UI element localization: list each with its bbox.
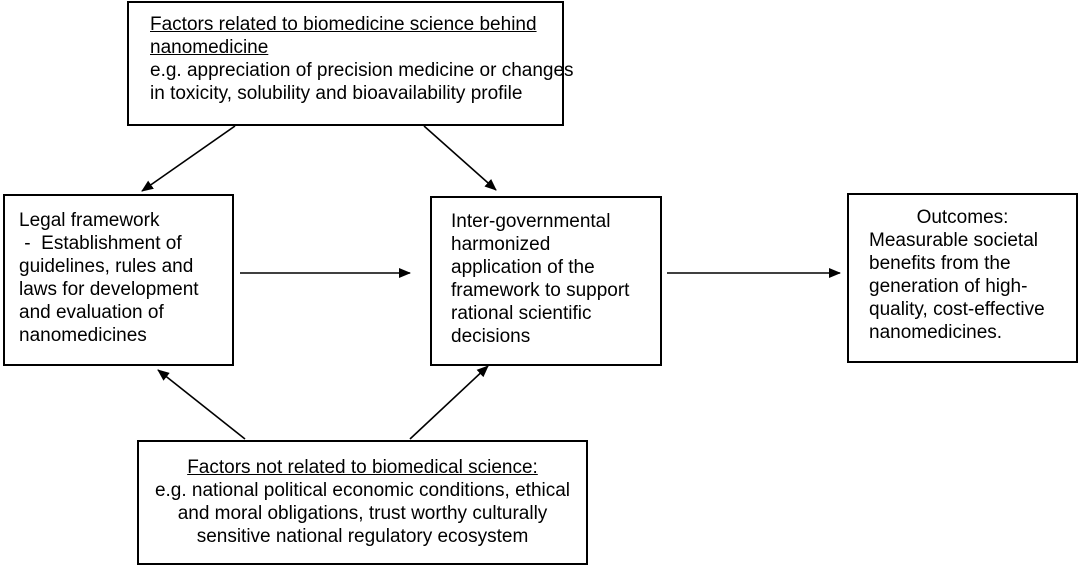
node-inter-governmental-line-1: Inter-governmental	[451, 211, 611, 232]
node-biomedicine-factors-heading-line-2: nanomedicine	[150, 37, 269, 58]
node-biomedicine-factors-body-line-2: in toxicity, solubility and bioavailabil…	[150, 83, 523, 104]
node-non-biomedical-factors-body-line-2: and moral obligations, trust worthy cult…	[177, 503, 548, 524]
node-inter-governmental: Inter-governmental harmonized applicatio…	[430, 196, 662, 366]
arrow-top-to-legal	[141, 125, 236, 192]
arrow-bottom-to-legal	[157, 369, 246, 440]
node-non-biomedical-factors-heading: Factors not related to biomedical scienc…	[187, 457, 538, 478]
node-inter-governmental-line-5: rational scientific	[451, 303, 592, 324]
arrow-top-to-inter	[423, 125, 497, 191]
node-outcomes-line-3: generation of high-	[869, 276, 1028, 297]
node-biomedicine-factors-body-line-1: e.g. appreciation of precision medicine …	[150, 60, 574, 81]
node-non-biomedical-factors: Factors not related to biomedical scienc…	[137, 440, 588, 565]
node-legal-framework-line-1: Legal framework	[19, 210, 160, 231]
node-outcomes-title: Outcomes:	[916, 207, 1009, 228]
node-outcomes-line-2: benefits from the	[869, 253, 1011, 274]
node-legal-framework-line-5: and evaluation of	[19, 302, 164, 323]
node-biomedicine-factors-heading-line-1: Factors related to biomedicine science b…	[150, 14, 537, 35]
node-outcomes-line-4: quality, cost-effective	[869, 299, 1045, 320]
node-legal-framework-line-6: nanomedicines	[19, 325, 147, 346]
node-biomedicine-factors: Factors related to biomedicine science b…	[127, 1, 574, 126]
node-outcomes-line-5: nanomedicines.	[869, 322, 1003, 343]
node-legal-framework-line-4: laws for development	[19, 279, 199, 300]
node-inter-governmental-line-4: framework to support	[451, 280, 630, 301]
node-inter-governmental-line-2: harmonized	[451, 234, 551, 255]
node-outcomes: Outcomes: Measurable societal benefits f…	[847, 193, 1078, 363]
node-legal-framework: Legal framework - Establishment of guide…	[3, 194, 234, 366]
arrow-bottom-to-inter	[409, 365, 489, 440]
node-inter-governmental-line-6: decisions	[451, 326, 531, 347]
node-non-biomedical-factors-body-line-1: e.g. national political economic conditi…	[154, 480, 571, 501]
node-inter-governmental-line-3: application of the	[451, 257, 595, 278]
node-legal-framework-line-3: guidelines, rules and	[19, 256, 194, 277]
node-non-biomedical-factors-body-line-3: sensitive national regulatory ecosystem	[196, 526, 529, 547]
node-outcomes-line-1: Measurable societal	[869, 230, 1038, 251]
node-legal-framework-line-2: - Establishment of	[19, 233, 182, 254]
